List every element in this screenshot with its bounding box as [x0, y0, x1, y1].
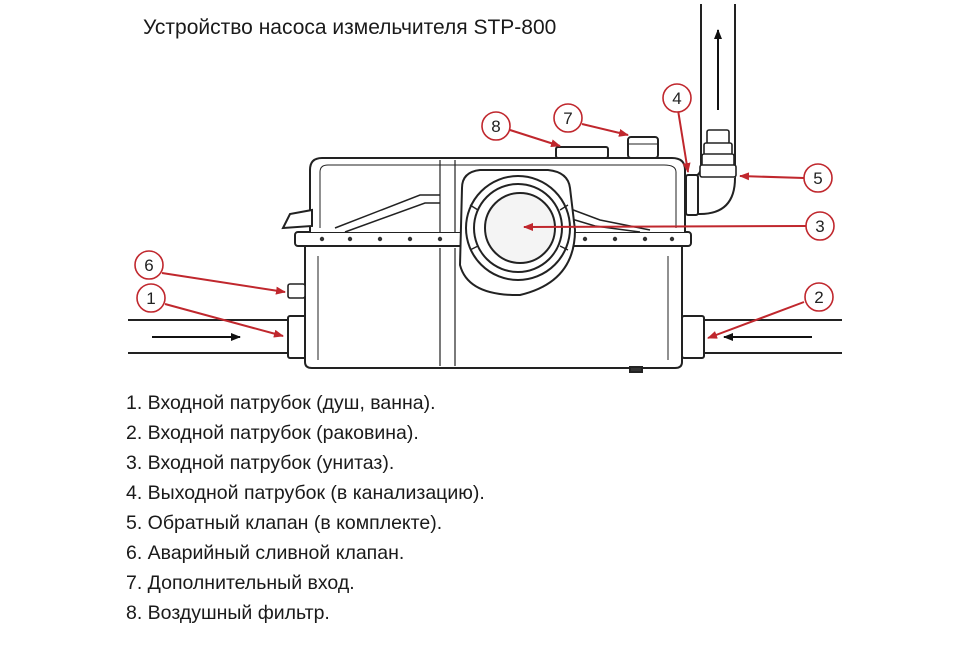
callout-leaders [161, 109, 807, 339]
callout-6: 6 [134, 250, 164, 280]
callout-7: 7 [553, 103, 583, 133]
right-inlet-pipe [681, 315, 842, 359]
leader-2 [707, 301, 805, 339]
callout-6-ring [134, 250, 164, 280]
leader-7 [581, 123, 629, 137]
diagram-title: Устройство насоса измельчителя STP-800 [143, 16, 557, 39]
callout-6-number: 6 [144, 256, 153, 275]
legend-item-2: 2. Входной патрубок (раковина). [126, 422, 419, 444]
callout-5-number: 5 [813, 169, 822, 188]
callout-1-number: 1 [146, 289, 155, 308]
callout-7-ring [553, 103, 583, 133]
callout-1: 1 [136, 283, 166, 313]
leader-3 [523, 222, 807, 231]
callout-2-number: 2 [814, 288, 823, 307]
check-valve [699, 129, 737, 178]
callout-5: 5 [803, 163, 833, 193]
callout-1-ring [136, 283, 166, 313]
callout-8-ring [481, 111, 511, 141]
callout-8: 8 [481, 111, 511, 141]
emergency-drain-valve [287, 283, 306, 299]
leader-1 [164, 303, 284, 338]
legend-item-8: 8. Воздушный фильтр. [126, 602, 330, 624]
callout-2: 2 [804, 282, 834, 312]
callout-4: 4 [662, 83, 692, 113]
toilet-inlet [458, 169, 577, 297]
legend-item-5: 5. Обратный клапан (в комплекте). [126, 512, 443, 534]
legend-item-7: 7. Дополнительный вход. [126, 572, 355, 594]
leader-4 [677, 109, 691, 173]
parts-legend: 1. Входной патрубок (душ, ванна). 2. Вхо… [126, 388, 485, 628]
pump-diagram: 1 2 3 4 5 6 7 8 [128, 4, 842, 373]
callout-7-number: 7 [563, 109, 572, 128]
leader-6 [161, 272, 286, 295]
legend-item-3: 3. Входной патрубок (унитаз). [126, 452, 395, 474]
callout-2-ring [804, 282, 834, 312]
callout-3-ring [805, 211, 835, 241]
leader-5 [739, 172, 805, 181]
leader-8 [509, 129, 561, 148]
callout-3-number: 3 [815, 217, 824, 236]
callout-4-ring [662, 83, 692, 113]
legend-item-1: 1. Входной патрубок (душ, ванна). [126, 392, 436, 414]
legend-item-6: 6. Аварийный сливной клапан. [126, 542, 405, 564]
callout-8-number: 8 [491, 117, 500, 136]
callout-4-number: 4 [672, 89, 681, 108]
legend-item-4: 4. Выходной патрубок (в канализацию). [126, 482, 485, 504]
outlet-pipe [685, 4, 736, 216]
callout-5-ring [803, 163, 833, 193]
callout-3: 3 [805, 211, 835, 241]
